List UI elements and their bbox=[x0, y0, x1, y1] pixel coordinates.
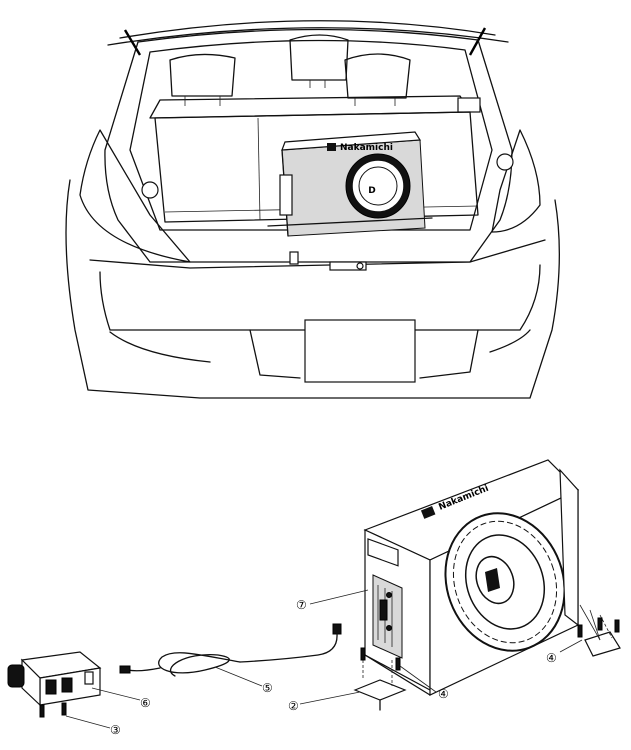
callout-7: ⑦ bbox=[296, 598, 307, 612]
license-plate bbox=[304, 319, 416, 383]
callout-2: ② bbox=[288, 699, 299, 713]
rear-seats bbox=[149, 34, 481, 119]
subwoofer-enclosure: Nakamichi bbox=[363, 459, 580, 696]
mounting-bracket-left bbox=[353, 647, 407, 711]
callout-3: ③ bbox=[110, 723, 121, 737]
mounting-bracket-right bbox=[577, 604, 621, 657]
left-tail-light bbox=[79, 129, 191, 263]
woofer-cone bbox=[444, 512, 566, 652]
car-rear-view: D Nakamichi bbox=[65, 20, 560, 399]
callout-4-bottom: ④ bbox=[438, 687, 449, 701]
remote-cable bbox=[119, 623, 342, 677]
callout-5: ⑤ bbox=[262, 681, 273, 695]
trunk-subwoofer: D Nakamichi bbox=[267, 131, 433, 237]
remote-bass-knob bbox=[7, 651, 102, 718]
trunk-brand-label: Nakamichi bbox=[340, 143, 393, 153]
amplifier-panel bbox=[372, 574, 403, 659]
right-tail-light bbox=[491, 129, 541, 233]
callout-leaders bbox=[65, 589, 583, 729]
trunk-logo: D bbox=[368, 186, 375, 196]
callout-6: ⑥ bbox=[140, 696, 151, 710]
callout-4-right: ④ bbox=[546, 651, 557, 665]
